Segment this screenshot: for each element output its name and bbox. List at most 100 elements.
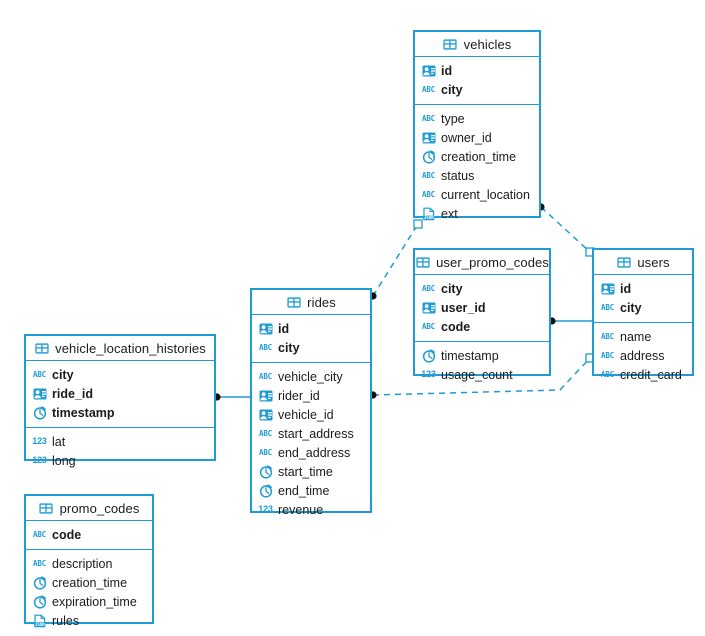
uuid-icon — [258, 389, 273, 403]
field-label: timestamp — [52, 405, 115, 420]
entity-title: users — [637, 254, 670, 270]
field-promo_codes-expiration_time[interactable]: expiration_time — [26, 592, 152, 611]
field-label: city — [441, 82, 463, 97]
field-vehicle_location_histories-long[interactable]: 123 long — [26, 451, 214, 470]
clock-icon — [32, 405, 47, 420]
field-vehicle_location_histories-timestamp[interactable]: timestamp — [26, 403, 214, 422]
field-label: description — [52, 556, 113, 571]
field-users-id[interactable]: id — [594, 279, 692, 298]
field-label: end_time — [278, 483, 330, 498]
clock-icon — [258, 464, 273, 479]
field-label: long — [52, 453, 76, 468]
field-user_promo_codes-timestamp[interactable]: timestamp — [415, 346, 549, 365]
field-vehicles-owner_id[interactable]: owner_id — [415, 128, 539, 147]
field-label: code — [441, 319, 471, 334]
field-label: lat — [52, 434, 66, 449]
field-rides-id[interactable]: id — [252, 319, 370, 338]
clock-icon — [421, 149, 436, 164]
entity-title: promo_codes — [59, 500, 140, 516]
field-vehicle_location_histories-ride_id[interactable]: ride_id — [26, 384, 214, 403]
field-label: start_address — [278, 426, 354, 441]
field-label: ride_id — [52, 386, 93, 401]
field-label: timestamp — [441, 348, 499, 363]
clock-icon — [421, 348, 436, 363]
abc-icon: ABC — [422, 113, 435, 123]
entity-header-rides[interactable]: rides — [252, 290, 370, 315]
field-label: ext — [441, 206, 458, 221]
entity-header-vehicles[interactable]: vehicles — [415, 32, 539, 57]
abc-icon: ABC — [601, 302, 614, 312]
table-icon — [443, 37, 458, 51]
uuid-icon — [258, 322, 273, 336]
123-icon: 123 — [258, 504, 273, 514]
field-rides-start_time[interactable]: start_time — [252, 462, 370, 481]
uuid-icon — [258, 408, 273, 422]
entity-header-vehicle_location_histories[interactable]: vehicle_location_histories — [26, 336, 214, 361]
abc-icon: ABC — [259, 447, 272, 457]
field-vehicles-id[interactable]: id — [415, 61, 539, 80]
entity-header-promo_codes[interactable]: promo_codes — [26, 496, 152, 521]
entity-header-user_promo_codes[interactable]: user_promo_codes — [415, 250, 549, 275]
uuid-icon — [600, 282, 615, 296]
field-label: creation_time — [52, 575, 128, 590]
abc-icon: ABC — [601, 331, 614, 341]
field-rides-rider_id[interactable]: rider_id — [252, 386, 370, 405]
field-vehicles-creation_time[interactable]: creation_time — [415, 147, 539, 166]
field-rides-vehicle_id[interactable]: vehicle_id — [252, 405, 370, 424]
field-label: end_address — [278, 445, 351, 460]
123-icon: 123 — [421, 369, 436, 379]
abc-icon: ABC — [422, 170, 435, 180]
field-users-name[interactable]: ABC name — [594, 327, 692, 346]
entity-title: rides — [307, 294, 336, 310]
uuid-icon — [32, 387, 47, 401]
field-promo_codes-creation_time[interactable]: creation_time — [26, 573, 152, 592]
abc-icon: ABC — [422, 189, 435, 199]
abc-icon: ABC — [33, 369, 46, 379]
field-label: id — [278, 321, 290, 336]
field-label: name — [620, 329, 652, 344]
123-icon: 123 — [32, 455, 47, 465]
field-label: creation_time — [441, 149, 517, 164]
abc-icon: ABC — [33, 529, 46, 539]
field-label: city — [441, 281, 463, 296]
field-rides-end_time[interactable]: end_time — [252, 481, 370, 500]
field-user_promo_codes-user_id[interactable]: user_id — [415, 298, 549, 317]
entity-header-users[interactable]: users — [594, 250, 692, 275]
entity-title: vehicle_location_histories — [55, 340, 206, 356]
field-rides-end_address[interactable]: ABC end_address — [252, 443, 370, 462]
